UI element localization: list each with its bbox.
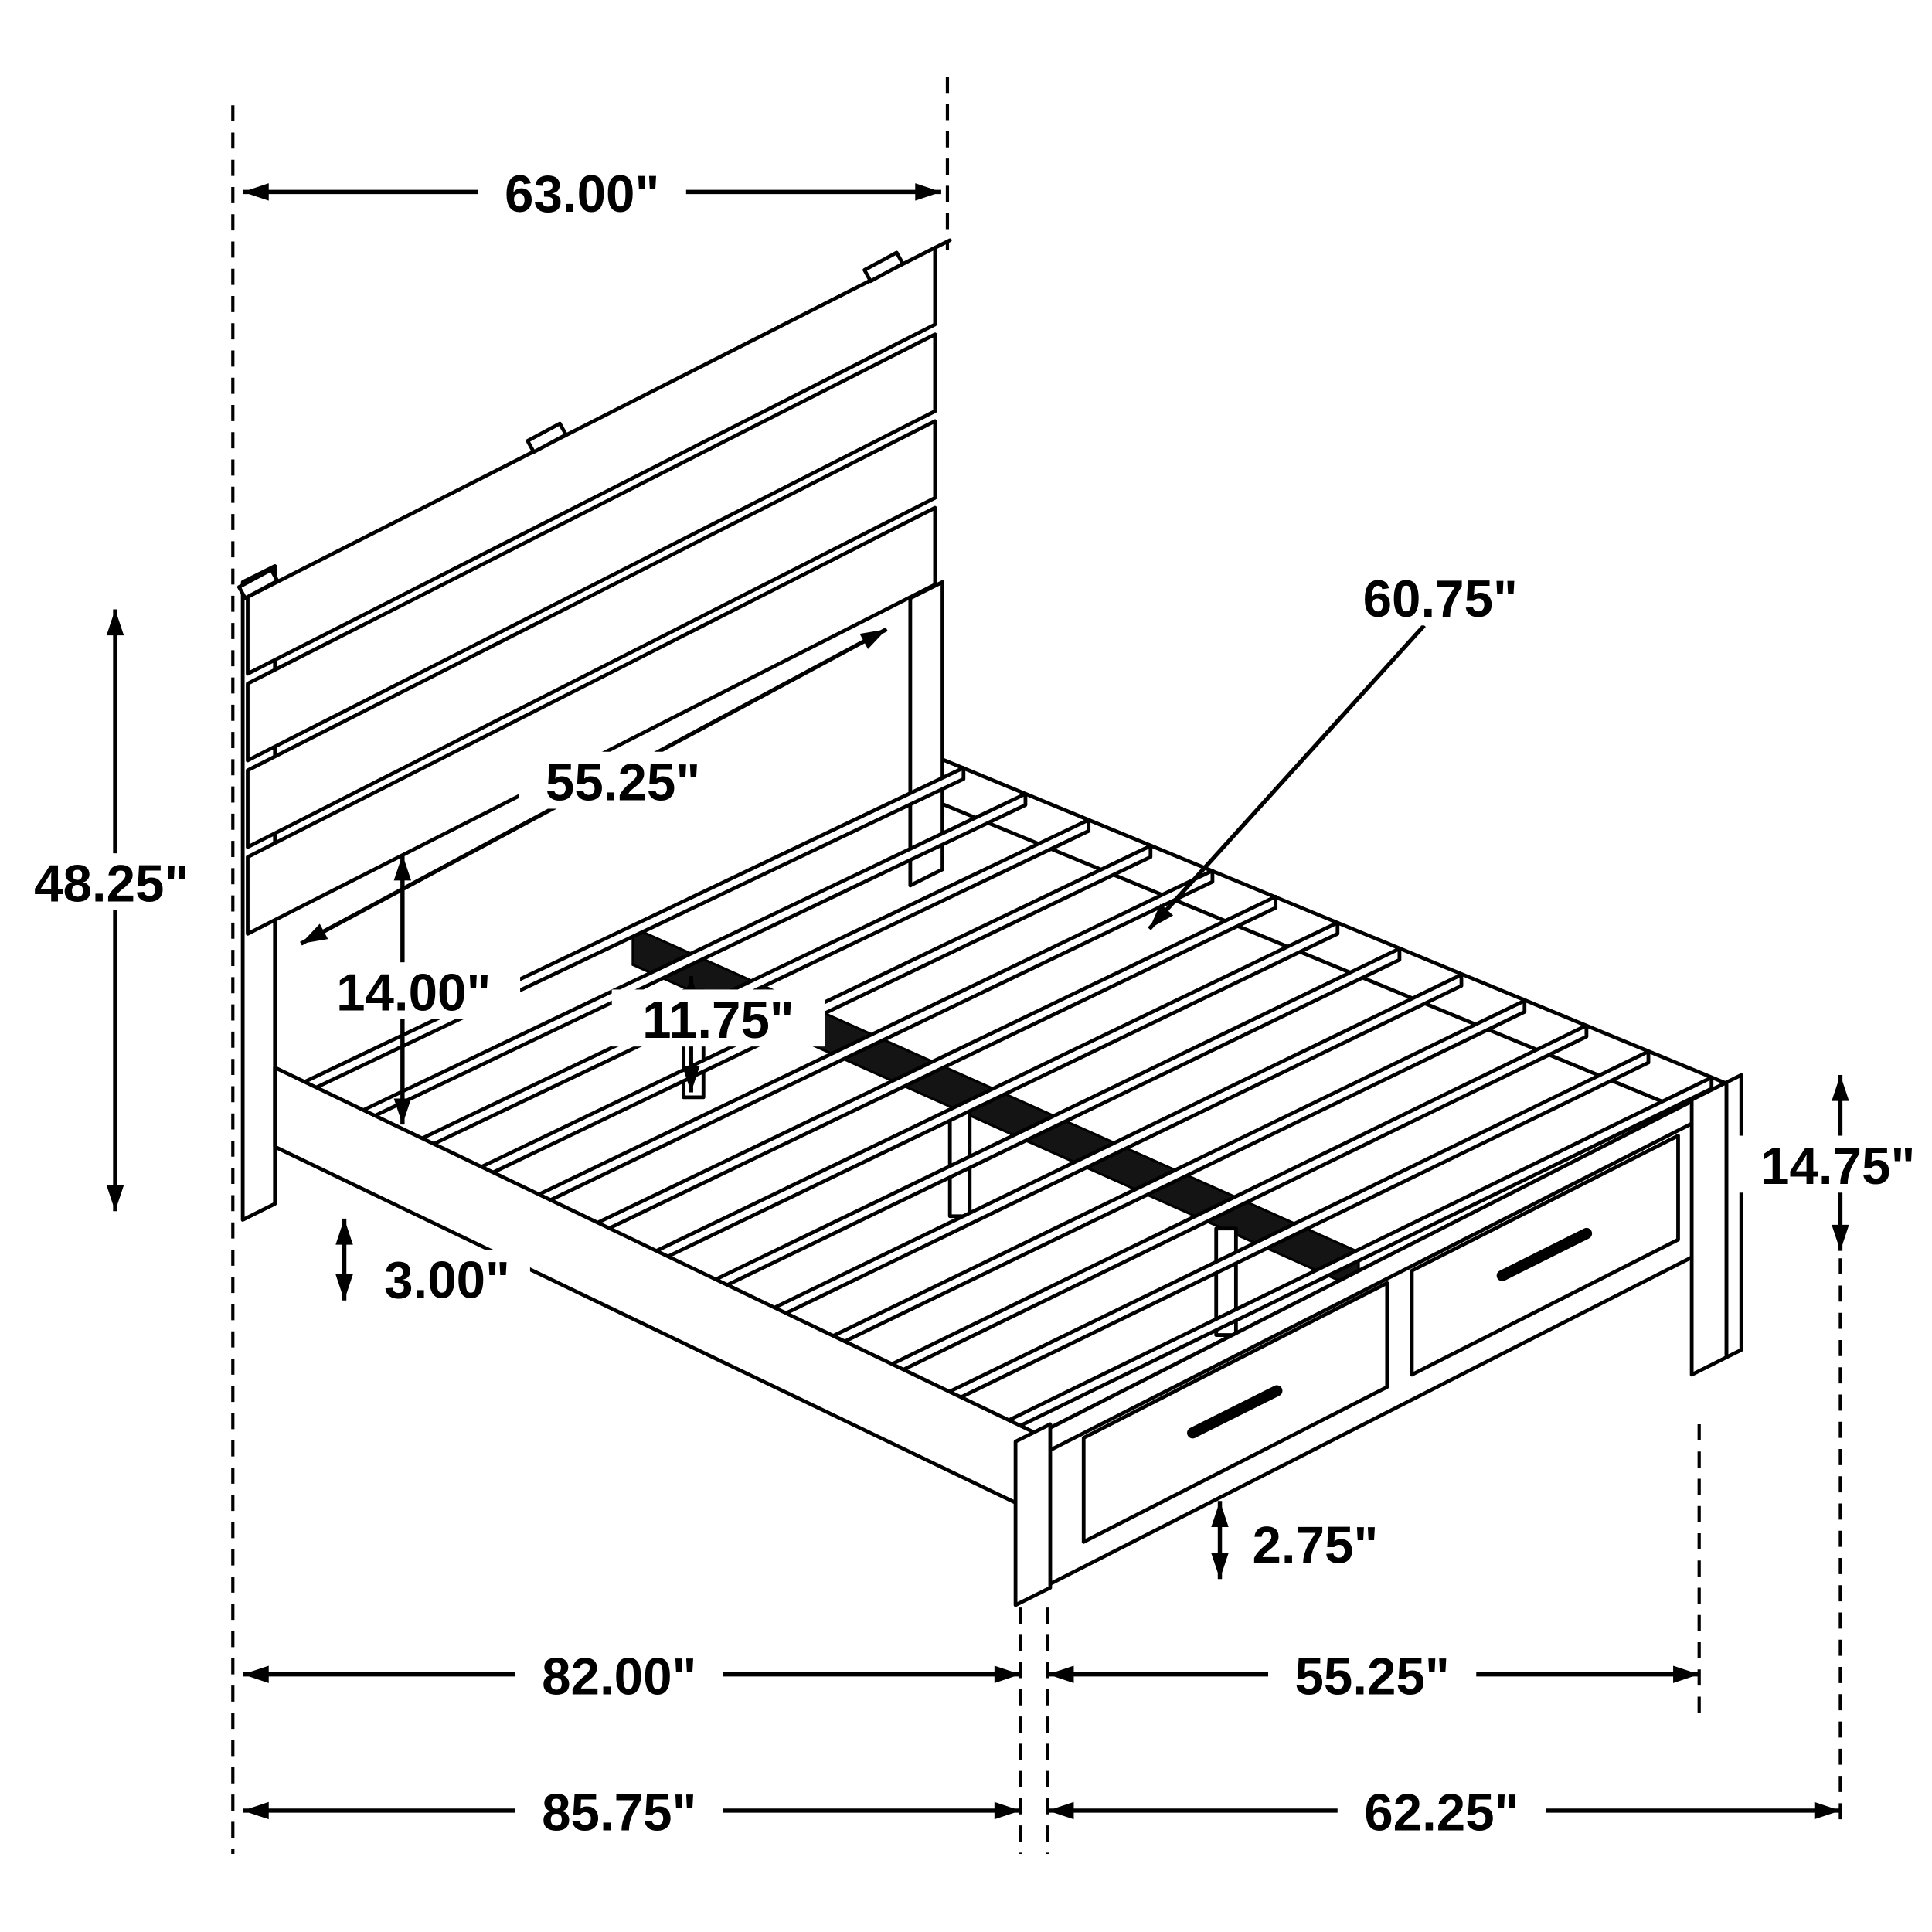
slats bbox=[301, 766, 1714, 1435]
dim-label-overall-width: 62.25" bbox=[1364, 1784, 1519, 1842]
headboard-mount-tab bbox=[236, 567, 280, 600]
drawer-left-handle bbox=[1187, 1385, 1283, 1439]
dimension-overall-length: 85.75" bbox=[243, 1782, 1021, 1842]
dim-label-footboard-width: 55.25" bbox=[1294, 1648, 1449, 1706]
dimension-footboard-height: 14.75" bbox=[1731, 1075, 1932, 1251]
dimension-headboard-width: 63.00" bbox=[243, 163, 941, 223]
dimension-center-support-height: 11.75" bbox=[611, 975, 825, 1093]
dimension-headboard-height: 48.25" bbox=[7, 609, 216, 1212]
footboard-right-leg bbox=[1689, 1080, 1729, 1377]
dim-label-headboard-width: 63.00" bbox=[505, 165, 659, 223]
dim-label-rail-clearance: 3.00" bbox=[384, 1251, 510, 1309]
dim-label-footboard-height: 14.75" bbox=[1760, 1138, 1915, 1196]
dim-label-headboard-panel-width: 55.25" bbox=[546, 753, 700, 811]
dim-label-overall-length: 85.75" bbox=[542, 1784, 696, 1842]
footboard-top-rail-line bbox=[1036, 1105, 1725, 1458]
dimension-overall-width: 62.25" bbox=[1047, 1782, 1841, 1842]
dimension-rail-clearance: 3.00" bbox=[335, 1218, 530, 1309]
dim-label-slat-length: 60.75" bbox=[1363, 570, 1518, 628]
dim-label-center-support-height: 11.75" bbox=[642, 992, 794, 1049]
dimension-drawer-clearance: 2.75" bbox=[1211, 1501, 1397, 1580]
dim-label-side-rail-length: 82.00" bbox=[542, 1648, 696, 1706]
dim-label-drawer-clearance: 2.75" bbox=[1252, 1516, 1378, 1574]
drawer-right-handle bbox=[1496, 1227, 1593, 1281]
footboard-front-leg bbox=[1013, 1422, 1053, 1607]
dimension-deck-height: 14.00" bbox=[307, 854, 521, 1125]
headboard-mount-tab bbox=[526, 421, 568, 454]
dim-label-deck-height: 14.00" bbox=[336, 964, 491, 1022]
footboard bbox=[1013, 1073, 1743, 1607]
dim-label-headboard-height: 48.25" bbox=[34, 855, 189, 913]
footboard-right-leg-side bbox=[1724, 1073, 1743, 1359]
headboard-mount-tab bbox=[862, 250, 905, 284]
projection-lines bbox=[231, 77, 1842, 1855]
dimension-footboard-width: 55.25" bbox=[1047, 1645, 1699, 1706]
headboard-plank bbox=[246, 246, 937, 676]
dimension-side-rail-length: 82.00" bbox=[243, 1645, 1021, 1706]
dimension-annotations: 63.00" 48.25" 55.25" 60.75" 14.00" bbox=[7, 163, 1932, 1842]
bed-drawing bbox=[236, 238, 1743, 1607]
dimension-slat-length: 60.75" bbox=[1148, 568, 1545, 930]
dimension-headboard-panel-width: 55.25" bbox=[300, 627, 888, 946]
